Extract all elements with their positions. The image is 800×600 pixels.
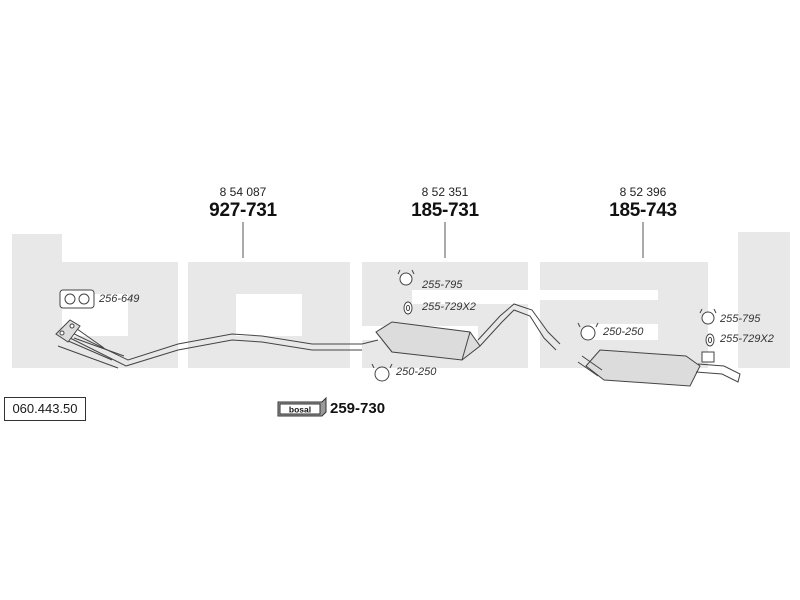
watermark-letter-l — [738, 232, 790, 368]
watermark-letter-b — [12, 234, 178, 368]
assembly-ref-center: 8 52 351 — [421, 185, 469, 199]
part-label-rear-clamp-left: 250-250 — [603, 326, 644, 338]
watermark-letter-o — [188, 262, 350, 368]
mounting-kit-brand: bosal — [289, 405, 311, 415]
clamp-icon-rear-left — [577, 322, 599, 341]
clamp-icon-center-top — [397, 269, 415, 286]
rubber-icon-rear — [705, 333, 715, 347]
assembly-ref-rear: 8 52 396 — [619, 185, 667, 199]
rear-silencer — [577, 349, 741, 387]
clamp-icon-center-bottom — [371, 363, 393, 382]
assembly-ref-front: 8 54 087 — [219, 185, 267, 199]
center-silencer — [361, 303, 561, 361]
clamp-icon-rear-right — [699, 308, 717, 325]
mounting-kit-part: 259-730 — [330, 400, 386, 417]
mounting-kit-icon: bosal — [277, 396, 327, 417]
part-label-gasket: 256-649 — [99, 293, 140, 305]
part-label-center-clamp-top: 255-795 — [422, 279, 463, 291]
part-label-center-rubber: 255-729X2 — [422, 301, 476, 313]
rubber-icon-center — [403, 301, 413, 315]
watermark-letter-a — [540, 262, 708, 368]
part-label-rear-clamp-right: 255-795 — [720, 313, 761, 325]
part-label-rear-rubber: 255-729X2 — [720, 333, 774, 345]
assembly-part-front: 927-731 — [209, 200, 277, 221]
assembly-part-rear: 185-743 — [609, 200, 677, 221]
gasket-icon — [59, 289, 95, 309]
manifold-flange — [55, 319, 81, 343]
part-label-center-clamp-bottom: 250-250 — [396, 366, 437, 378]
assembly-part-center: 185-731 — [411, 200, 479, 221]
catalog-code-box: 060.443.50 — [4, 397, 86, 421]
bosal-watermark — [12, 232, 790, 368]
